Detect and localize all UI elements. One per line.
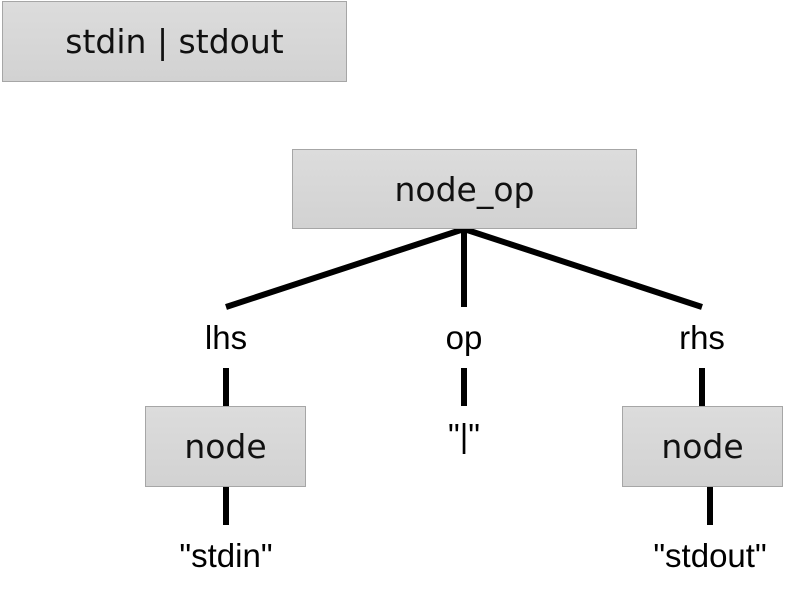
rhs-node-box: node <box>622 406 783 487</box>
root-node-label: node_op <box>394 169 535 209</box>
edge-root-to-lhs <box>225 226 465 310</box>
lhs-field-label: lhs <box>204 319 248 356</box>
lhs-node-box: node <box>145 406 306 487</box>
lhs-value-label: "stdin" <box>179 537 273 574</box>
rhs-node-label: node <box>661 427 744 466</box>
root-node-box: node_op <box>292 149 637 229</box>
lhs-node-label: node <box>184 427 267 466</box>
expression-text: stdin | stdout <box>65 22 284 61</box>
edge-root-to-rhs <box>463 226 703 310</box>
rhs-field-label: rhs <box>679 319 725 356</box>
op-field-label: op <box>445 319 483 356</box>
op-value-label: "|" <box>447 417 480 454</box>
expression-box: stdin | stdout <box>2 1 347 82</box>
rhs-value-label: "stdout" <box>653 537 767 574</box>
